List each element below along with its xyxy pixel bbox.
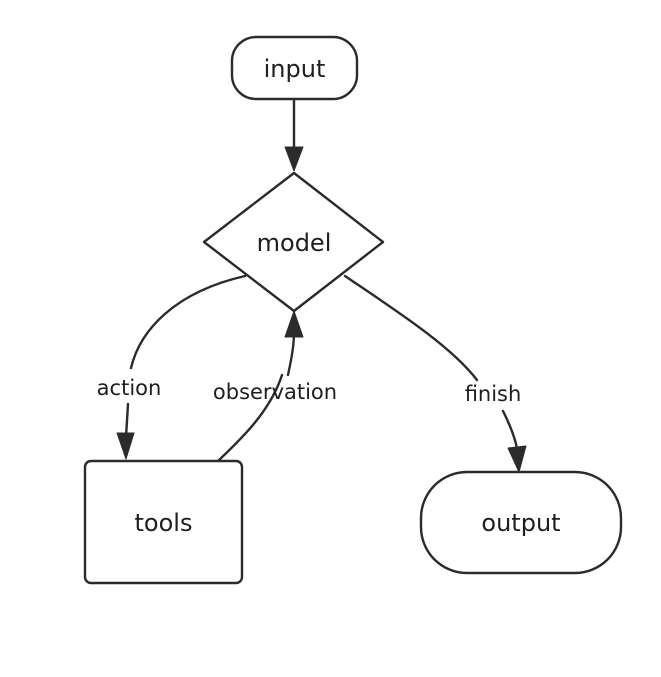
node-model: model	[202, 171, 385, 313]
node-output-label: output	[481, 509, 560, 537]
edge-label-observation: observation	[213, 380, 337, 404]
edge-action	[116, 274, 247, 460]
edge-finish	[343, 274, 527, 473]
edge-label-action: action	[97, 376, 162, 400]
edge-label-finish: finish	[465, 382, 522, 406]
node-tools-label: tools	[135, 509, 193, 537]
node-input: input	[230, 35, 359, 101]
node-tools: tools	[83, 459, 244, 585]
node-output: output	[419, 470, 623, 575]
edge-observation	[216, 310, 304, 463]
edge-input-to-model	[284, 98, 304, 172]
node-input-label: input	[264, 55, 326, 83]
node-model-label: model	[257, 229, 332, 257]
